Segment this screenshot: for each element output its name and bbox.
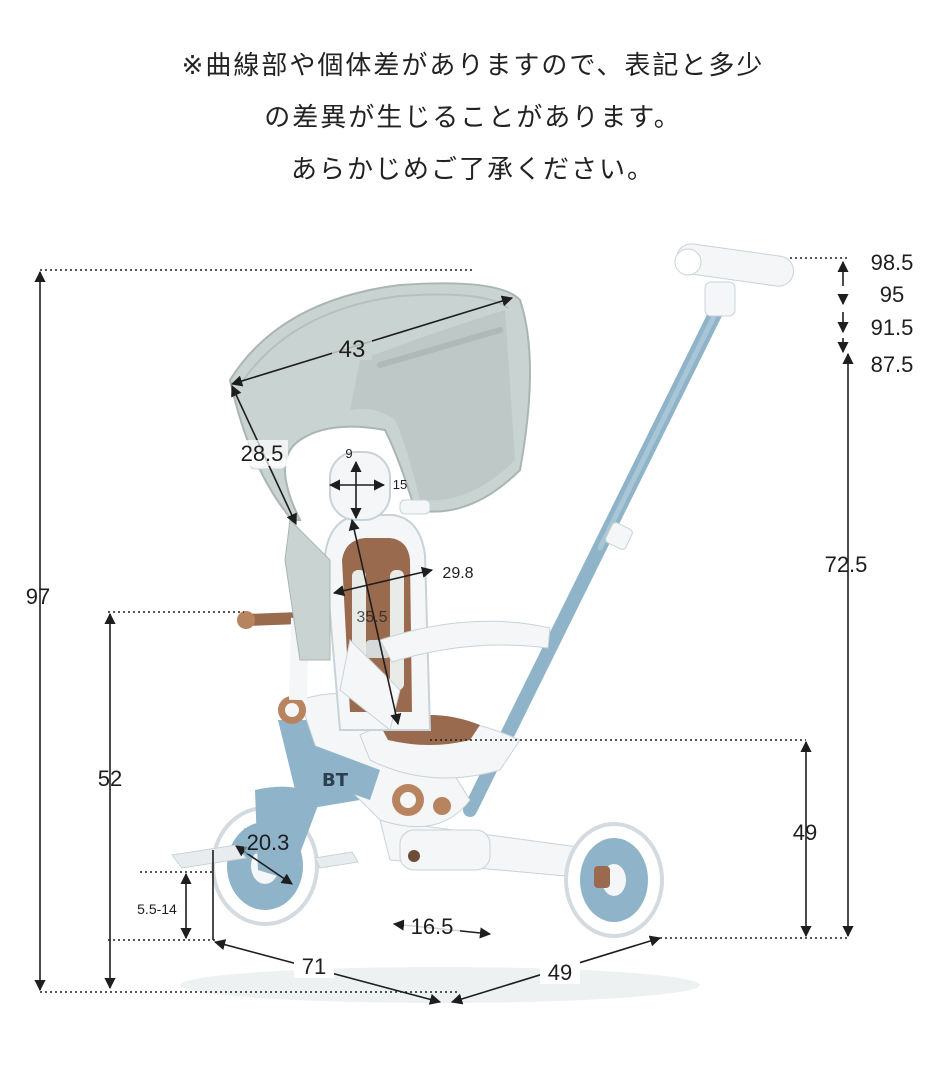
label-canopy-width: 43 [339,336,366,363]
label-footrest-height: 5.5-14 [137,901,177,917]
notice-text: ※曲線部や個体差がありますので、表記と多少 の差異が生じることがあります。 あら… [0,40,946,196]
dimension-labels: 43 28.5 9 15 29.8 35.5 97 52 5.5-14 49 7… [26,250,914,985]
label-seat-height: 49 [793,820,817,845]
tricycle-illustration: BT [171,243,795,1003]
label-front-wheel: 20.3 [247,830,290,855]
rear-right-wheel [564,822,664,938]
brand-label: BT [322,770,349,791]
label-handle-height-3: 91.5 [871,315,914,340]
label-backrest-width: 29.8 [442,565,473,582]
notice-line-3: あらかじめご了承ください。 [290,155,655,185]
headrest [329,451,391,521]
label-backrest-height: 35.5 [356,609,387,626]
notice-line-2: の差異が生じることがあります。 [264,103,682,133]
label-armrest-height: 52 [98,766,122,791]
label-handle-height-4: 87.5 [871,352,914,377]
notice-line-1: ※曲線部や個体差がありますので、表記と多少 [181,51,765,81]
canopy-side-panel [284,518,331,661]
label-canopy-depth: 28.5 [241,441,284,466]
push-handle [463,243,795,817]
label-length: 71 [302,954,326,979]
label-handle-height-1: 98.5 [871,250,914,275]
label-handle-lower: 72.5 [825,552,868,577]
label-handle-height-2: 95 [880,282,904,307]
label-headrest-width: 15 [393,477,407,492]
label-rear-wheel: 16.5 [411,914,454,939]
handlebar-grip [237,611,309,701]
label-headrest-height: 9 [345,446,352,461]
label-width: 49 [548,960,572,985]
label-total-height: 97 [26,584,50,609]
ground-shadow [180,967,700,1003]
